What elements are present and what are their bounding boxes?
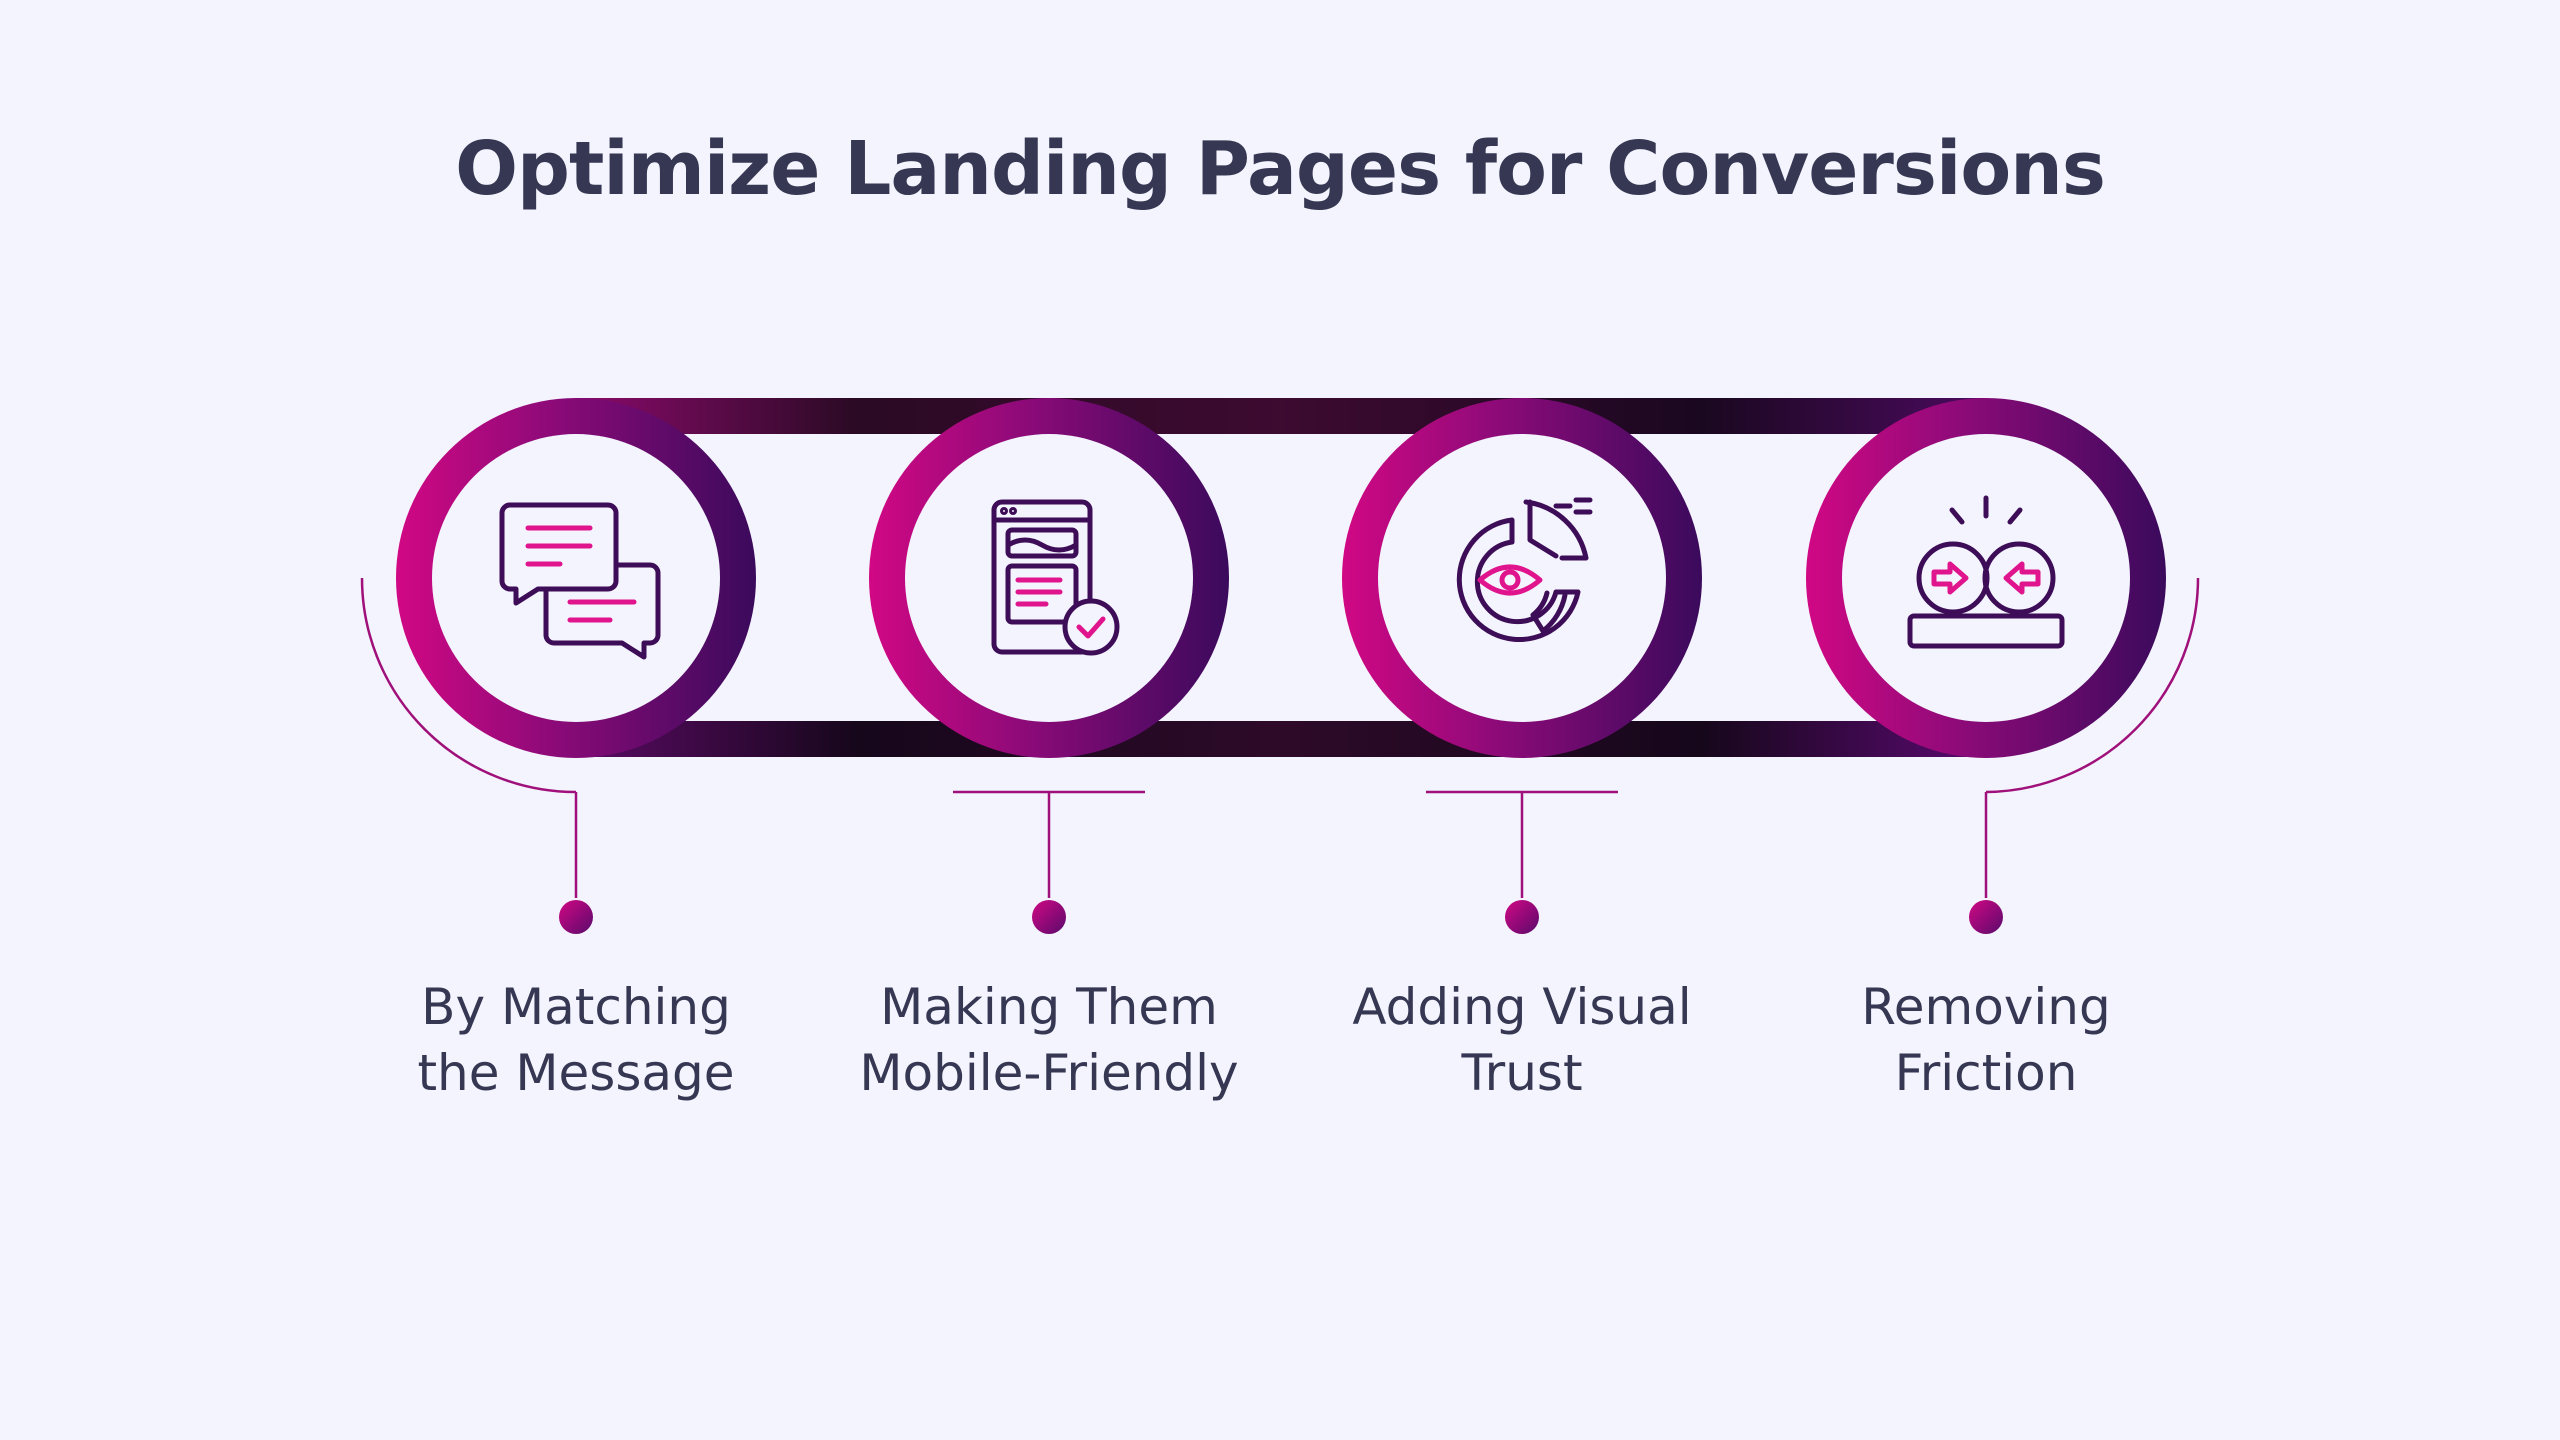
track-top-bar: [575, 398, 1985, 434]
chat-bubbles-icon: [499, 502, 661, 660]
step-4-label-line-1: Removing: [1861, 978, 2111, 1036]
track-bottom-bar: [575, 721, 1985, 757]
step-2-label-line-2: Mobile-Friendly: [859, 1044, 1239, 1102]
connector-3: [1426, 790, 1618, 898]
step-1-label-line-2: the Message: [417, 1044, 735, 1102]
endpoint-dot-3: [1505, 900, 1539, 934]
step-4-label-line-2: Friction: [1894, 1044, 2078, 1102]
page-title: Optimize Landing Pages for Conversions: [455, 126, 2106, 212]
connector-2: [953, 790, 1145, 898]
step-2-label-line-1: Making Them: [880, 978, 1218, 1036]
colliding-arrows-icon: [1907, 495, 2065, 649]
step-3-label: Adding Visual Trust: [1282, 974, 1762, 1106]
endpoint-dot-1: [559, 900, 593, 934]
connector-4: [1984, 577, 2200, 898]
eye-chart-icon: [1456, 497, 1593, 643]
step-2-label: Making Them Mobile-Friendly: [809, 974, 1289, 1106]
endpoint-dot-4: [1969, 900, 2003, 934]
step-3-ring: [1342, 398, 1702, 758]
mobile-check-icon: [991, 499, 1120, 656]
step-3-label-line-2: Trust: [1461, 1044, 1583, 1102]
step-4-label: Removing Friction: [1746, 974, 2226, 1106]
step-1-label: By Matching the Message: [336, 974, 816, 1106]
step-3-label-line-1: Adding Visual: [1352, 978, 1692, 1036]
endpoint-dot-2: [1032, 900, 1066, 934]
connector-1: [360, 577, 578, 898]
step-1-label-line-1: By Matching: [421, 978, 731, 1036]
